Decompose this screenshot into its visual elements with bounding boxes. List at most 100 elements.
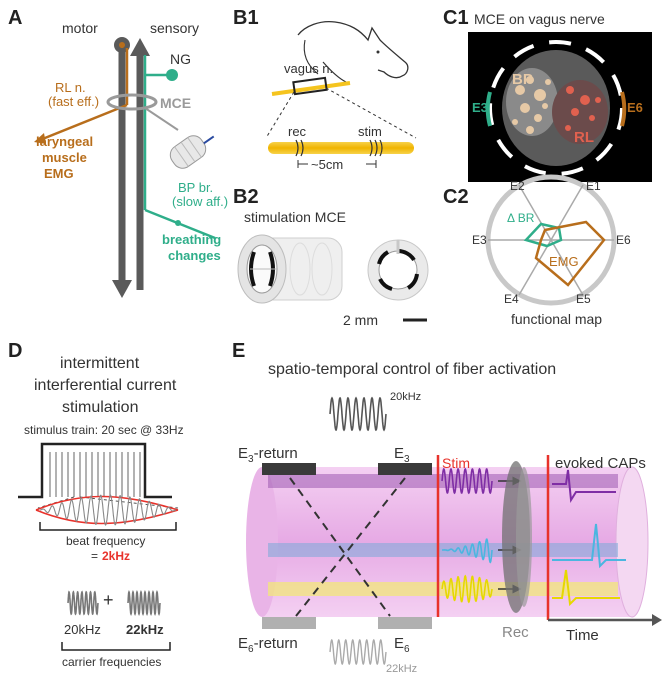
motor-label: motor [62,20,98,36]
emg-polygon [534,220,606,287]
functional-map-spokes [488,184,614,296]
stimulus-train-envelope [18,442,172,499]
e6-return-electrode [262,617,316,629]
breathing-label-2: changes [168,248,221,263]
e3-return-electrode [262,463,316,475]
stim-label: stim [358,124,382,139]
fiber-band-purple [268,474,618,488]
plus-sign: + [103,590,114,610]
mce-cuff-side [237,234,343,304]
current-path-2 [295,477,406,617]
b2-title: stimulation MCE [244,209,346,225]
e-title: spatio-temporal control of fiber activat… [268,361,556,378]
electrode-label-e3: E3 [472,233,487,247]
stimulus-train-label: stimulus train: 20 sec @ 33Hz [24,423,184,437]
rl-branch [39,103,128,142]
nerve-cylinder-right-cap [615,466,649,618]
e6-electrode [378,617,432,629]
sensory-label: sensory [150,20,199,36]
emg-label-1: laryngeal [36,134,93,149]
panel-b2-label: B2 [233,186,259,208]
carrier-f2-label: 22kHz [126,622,164,637]
scale-label: 2 mm [343,312,378,328]
d-title-3: stimulation [62,399,138,416]
mce-device-icon [169,135,215,169]
stim-label: Stim [442,455,470,471]
carrier-bracket [61,642,171,651]
nerve-cross-section-image [502,50,610,166]
d-title-1: intermittent [60,355,140,372]
rec-label: rec [288,124,307,139]
rec-label: Rec [502,624,529,641]
panel-e: E spatio-temporal control of fiber activ… [232,340,662,673]
emg-label-3: EMG [44,166,74,181]
rl-label-2: (fast eff.) [48,94,99,109]
electrode-label-e1: E1 [586,179,601,193]
pig-head-outline [297,20,409,79]
e3-label: E3 [472,100,488,115]
emg-label-2: muscle [42,150,87,165]
stim-wave-yellow [441,574,493,604]
mce-label: MCE [160,95,191,111]
panel-d: D intermittent interferential current st… [8,340,184,669]
mce-cuff-end [367,239,429,301]
panel-c1: C1 MCE on vagus nerve E3 E6 BP RL [443,7,652,182]
e3-electrode [378,463,432,475]
electrode-label-e6: E6 [616,233,631,247]
electrode-label-e4: E4 [504,292,519,306]
e3-carrier-wave [329,396,387,432]
cap-blue [552,523,626,569]
e6-carrier-wave [329,638,387,666]
emg-map-label: EMG [549,254,579,269]
stim-electrode [369,139,383,157]
panel-c2: C2 E2 E1 E3 E6 E4 E5 Δ BR EMG functional… [443,174,631,327]
rl-arrowhead [34,133,46,144]
vagus-box [292,76,328,96]
panel-d-label: D [8,340,22,362]
vagus-nerve-enlarged [268,142,414,154]
c1-title: MCE on vagus nerve [474,11,605,27]
e6-label: E6 [627,100,643,115]
beat-frequency-label: beat frequency [66,534,145,548]
e6-return-label: E6-return [238,635,298,655]
sensory-arrowhead [130,38,150,56]
bp-label-2: (slow aff.) [172,194,228,209]
beat-bracket [39,522,177,531]
vagus-nerve-small [271,81,351,96]
stim-wave-blue [442,538,493,564]
mce-ring [106,93,158,111]
functional-map-caption: functional map [511,311,602,327]
current-path-1 [289,477,391,617]
pig-eye [376,50,380,54]
breathing-label-1: breathing [162,232,221,247]
d-title-2: interferential current [34,377,177,394]
panel-c1-label: C1 [443,7,469,29]
carrier-f1-label: 20kHz [64,622,101,637]
panel-e-label: E [232,340,245,362]
carrier-20khz-wave [67,590,99,616]
vagus-label: vagus n. [284,61,333,76]
time-label: Time [566,627,599,644]
cap-purple [552,469,616,504]
e6-label: E6 [394,635,410,655]
beat-waveform [40,494,176,526]
distance-label: ~5cm [311,157,343,172]
motor-arrowhead [112,280,132,298]
panel-b2: B2 stimulation MCE 2 mm [233,186,429,328]
ng-label: NG [170,51,191,67]
panel-b1: B1 vagus n. rec stim ~5cm [233,7,417,172]
electrode-label-e2: E2 [510,179,525,193]
e3-arc [485,91,492,127]
electrode-ring [488,40,624,176]
fiber-band-yellow [268,582,618,596]
carrier-frequencies-label: carrier frequencies [62,655,161,669]
e3-label: E3 [394,445,410,465]
bottom-frequency-label: 22kHz [386,663,417,673]
ng-soma [166,69,178,81]
panel-c2-label: C2 [443,186,469,208]
e6-arc [620,91,627,127]
stimulus-train-pulses [49,452,141,497]
beat-frequency-value: 2kHz [102,549,130,563]
stim-wave-purple [441,467,493,495]
bp-region-label: BP [512,71,533,88]
